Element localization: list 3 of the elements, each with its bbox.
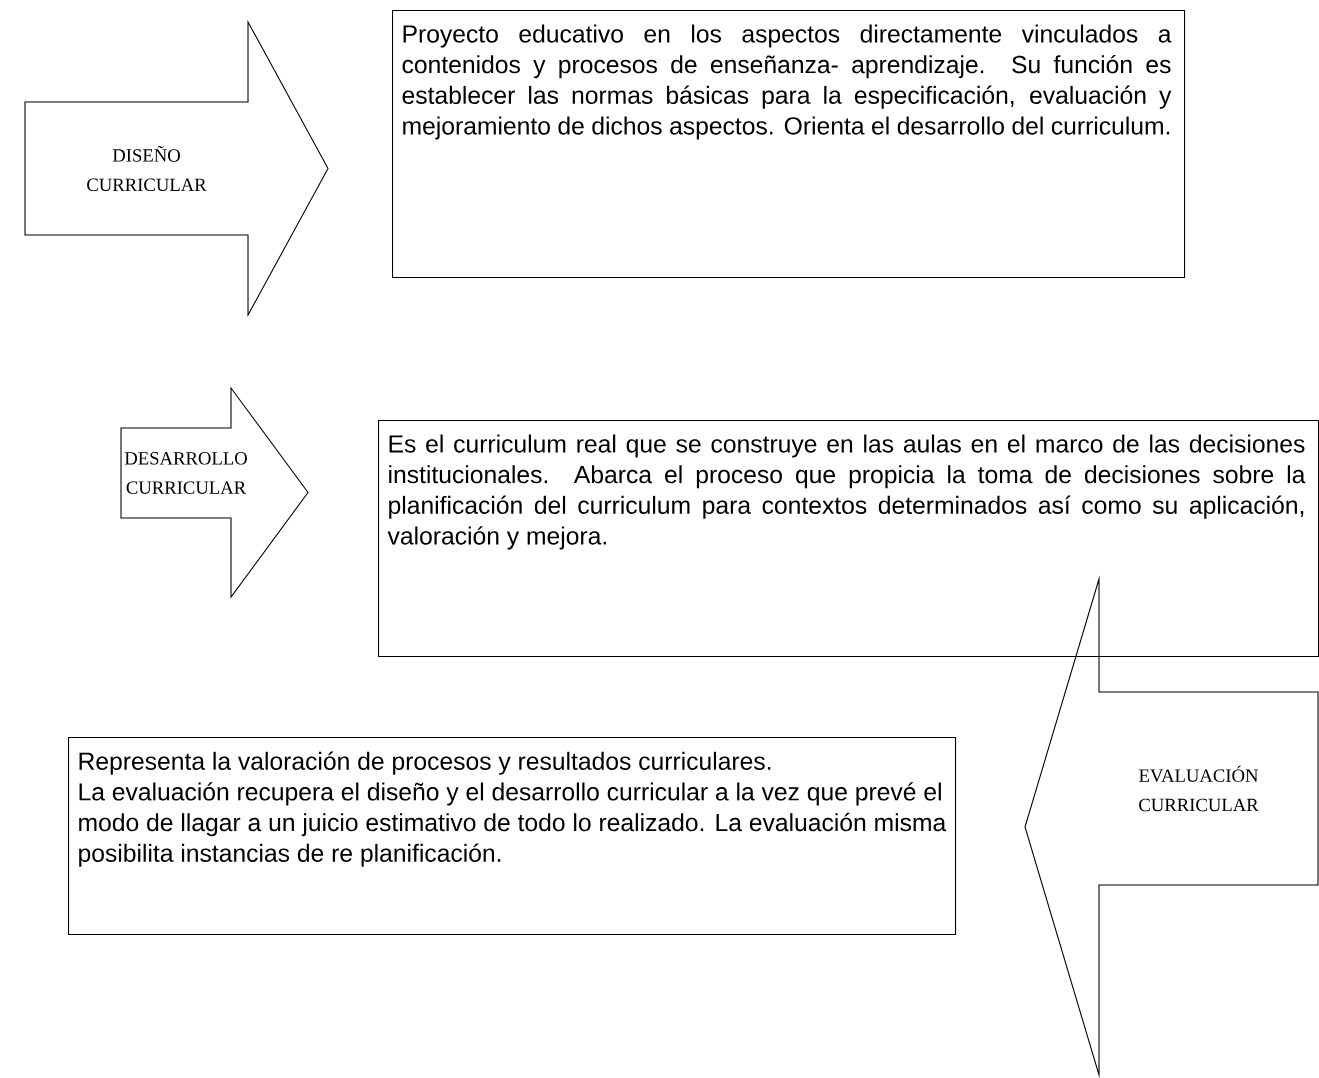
text-box: Proyecto educativo en los aspectos directamente vinculados a contenidos y procesos de enseñanza- aprendizaje. Su función es establecer las normas básicas para la especificación, evaluación y mejoramiento de dichos aspectos. Orienta el desarrollo del curriculum. [392, 10, 1186, 279]
text-box: Es el curriculum real que se construye en las aulas en el marco de las decisiones institucionales. Abarca el proceso que propicia la toma de decisiones sobre la planificación del curriculum para contextos determinados así como su aplicación, valoración y mejora. [378, 420, 1319, 658]
text-box: Representa la valoración de procesos y resultados curriculares. La evaluación recupera el diseño y el desarrollo curricular a la vez que prevé el modo de llagar a un juicio estimativo de todo lo realizado. La evaluación misma posibilita instancias de re planificación. [68, 737, 957, 936]
